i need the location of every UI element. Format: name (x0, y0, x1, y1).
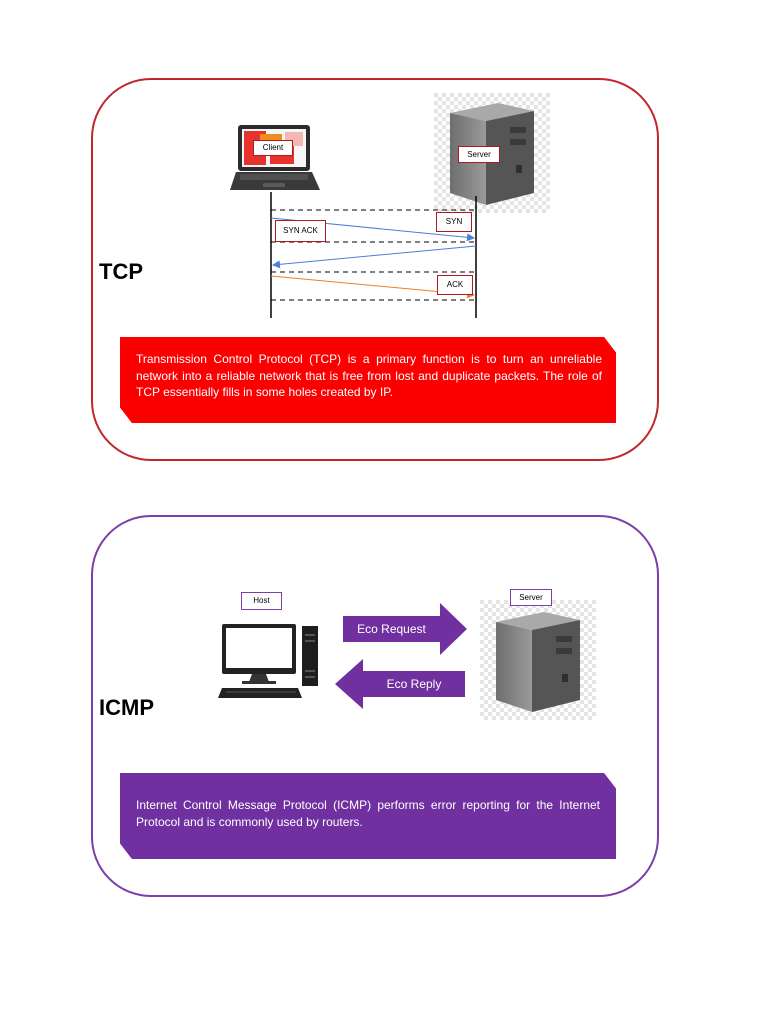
ack-label: ACK (437, 275, 473, 295)
server-label: Server (458, 146, 500, 163)
icmp-server-label: Server (510, 589, 552, 606)
syn-ack-arrow (272, 245, 477, 269)
tcp-title: TCP (99, 259, 143, 284)
icmp-title: ICMP (99, 695, 154, 720)
eco-reply-label: Eco Reply (386, 677, 442, 691)
host-label: Host (241, 592, 282, 610)
eco-request-arrow (343, 603, 467, 655)
client-label: Client (253, 140, 293, 156)
eco-reply-arrow (335, 659, 465, 709)
server-icon (480, 600, 596, 720)
icmp-description: Internet Control Message Protocol (ICMP)… (120, 773, 616, 859)
eco-request-label: Eco Request (357, 622, 426, 636)
syn-label: SYN (436, 212, 472, 232)
syn-ack-label: SYN ACK (275, 220, 326, 242)
tcp-description: Transmission Control Protocol (TCP) is a… (120, 337, 616, 423)
desktop-computer-icon (218, 624, 318, 698)
